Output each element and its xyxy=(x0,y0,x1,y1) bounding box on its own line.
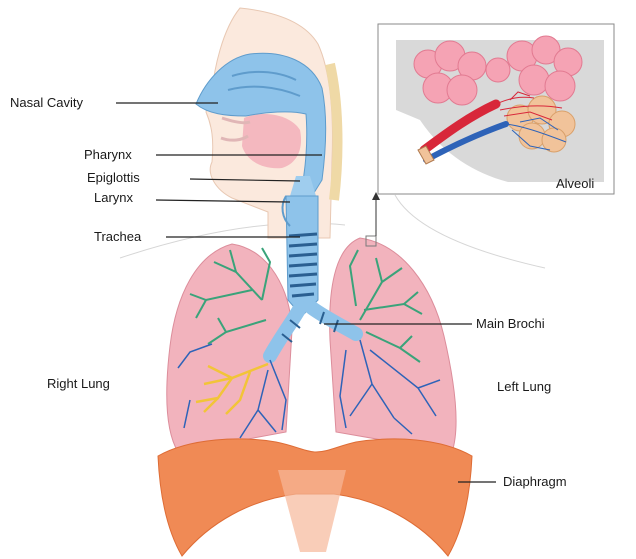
label-diaphragm: Diaphragm xyxy=(503,474,567,490)
label-pharynx: Pharynx xyxy=(84,147,132,163)
label-nasal-cavity: Nasal Cavity xyxy=(10,95,83,111)
background-lines xyxy=(120,195,545,268)
label-alveoli: Alveoli xyxy=(556,176,594,192)
label-larynx: Larynx xyxy=(94,190,133,206)
label-trachea: Trachea xyxy=(94,229,141,245)
label-left-lung: Left Lung xyxy=(497,379,551,395)
trachea xyxy=(283,196,318,314)
label-epiglottis: Epiglottis xyxy=(87,170,140,186)
inset-connector xyxy=(366,192,380,246)
alveoli-inset xyxy=(378,24,614,194)
label-right-lung: Right Lung xyxy=(47,376,110,392)
diaphragm-shape xyxy=(158,439,472,556)
label-main-bronchi: Main Brochi xyxy=(476,316,545,332)
